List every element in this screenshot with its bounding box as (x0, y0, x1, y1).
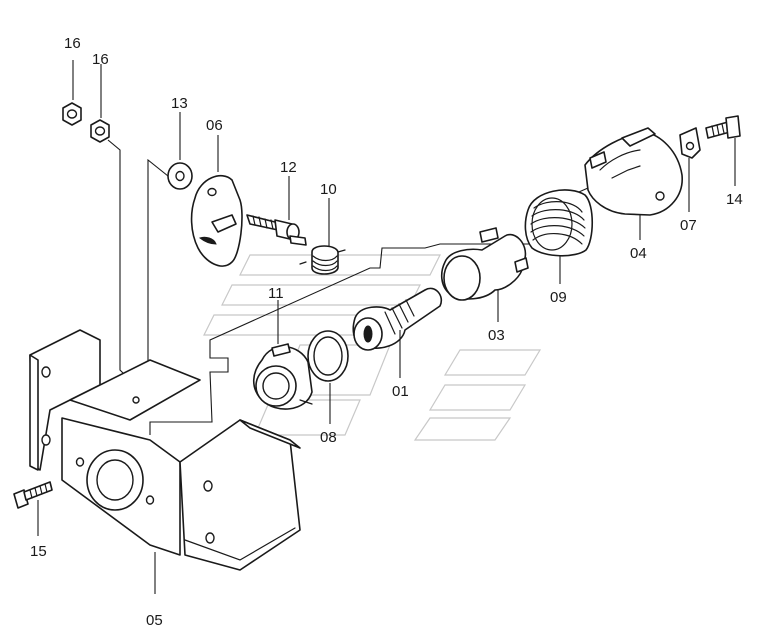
plate-part-06 (190, 135, 243, 267)
label-03: 03 (488, 327, 505, 344)
part-labels: 16 16 13 06 12 10 11 08 01 03 09 04 07 1… (30, 35, 743, 629)
label-08: 08 (320, 429, 337, 446)
label-16a: 16 (64, 35, 81, 52)
label-07: 07 (680, 217, 697, 234)
label-12: 12 (280, 159, 297, 176)
label-04: 04 (630, 245, 647, 262)
key-cylinder-part-01 (352, 287, 443, 378)
nut-part-16a (62, 60, 82, 126)
coil-spring-part-09 (524, 189, 594, 284)
label-13: 13 (171, 95, 188, 112)
washer-part-13 (147, 112, 193, 403)
label-16b: 16 (92, 51, 109, 68)
o-ring-part-08 (307, 330, 349, 424)
housing-part-03 (440, 227, 529, 322)
label-10: 10 (320, 181, 337, 198)
label-05: 05 (146, 612, 163, 629)
label-06: 06 (206, 117, 223, 134)
label-11: 11 (268, 285, 284, 302)
label-01: 01 (392, 383, 409, 400)
screw-part-14 (705, 115, 741, 186)
ring-nut-part-11 (252, 300, 313, 410)
label-09: 09 (550, 289, 567, 306)
pin-part-12 (246, 176, 307, 246)
bracket-part-05 (29, 329, 301, 594)
spring-part-10 (299, 198, 346, 275)
label-14: 14 (726, 191, 743, 208)
label-15: 15 (30, 543, 47, 560)
cover-part-04 (584, 127, 683, 240)
bracket-part-07 (679, 127, 701, 212)
bolt-part-15 (13, 481, 53, 536)
nut-part-16b (90, 64, 129, 379)
